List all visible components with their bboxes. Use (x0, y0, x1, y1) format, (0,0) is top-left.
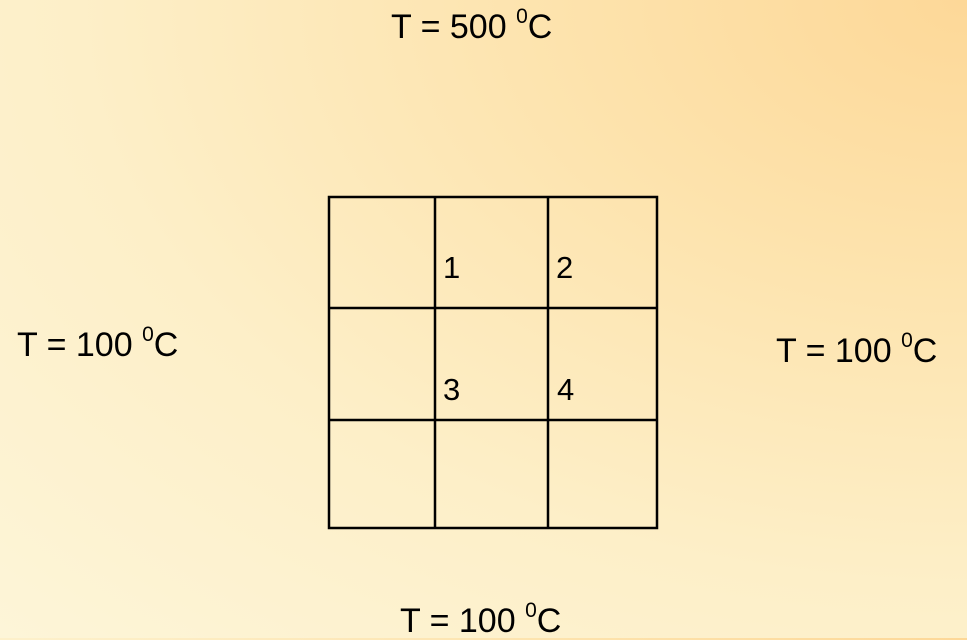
node-label-4: 4 (557, 372, 575, 407)
node-label-1: 1 (443, 250, 461, 285)
bottom-boundary-temperature: T = 100 0C (400, 599, 562, 640)
node-label-3: 3 (443, 372, 461, 407)
grid-outer-border (327, 195, 659, 530)
left-boundary-temperature: T = 100 0C (17, 323, 179, 364)
node-label-2: 2 (556, 250, 574, 285)
right-boundary-temperature: T = 100 0C (776, 329, 938, 370)
top-boundary-temperature: T = 500 0C (391, 5, 553, 46)
